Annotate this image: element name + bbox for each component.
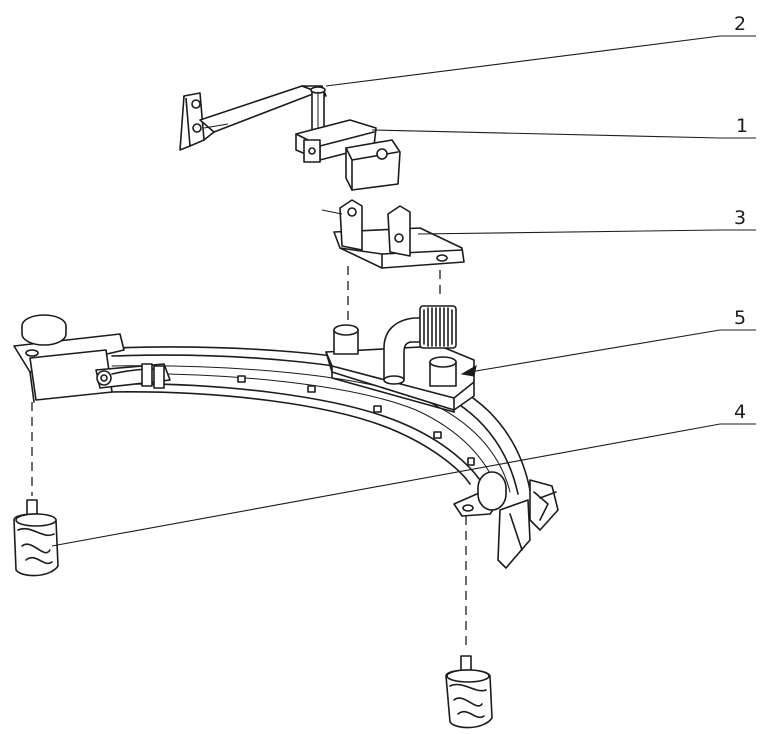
- caster-left: [13, 499, 59, 577]
- part-5-center-tower: [325, 305, 475, 413]
- callout-1: 1: [736, 115, 748, 137]
- part-2-bent-arm: [179, 85, 327, 151]
- leader-4: [51, 423, 721, 547]
- caster-right: [445, 655, 493, 729]
- callout-3: 3: [734, 207, 746, 229]
- callout-2: 2: [734, 13, 746, 35]
- part-1-bracket: [295, 119, 401, 191]
- leader-2: [325, 35, 721, 87]
- callout-4: 4: [734, 401, 746, 423]
- leader-1: [371, 129, 721, 139]
- callout-numbers: 2 1 3 5 4: [734, 13, 748, 423]
- callout-5: 5: [734, 307, 746, 329]
- leader-3: [417, 229, 721, 235]
- leader-5: [469, 329, 721, 373]
- arrow-head-icon: [460, 365, 477, 377]
- leader-lines: [51, 35, 756, 547]
- part-4-curved-base: [13, 314, 559, 569]
- part-3-mounting-plate: [321, 199, 465, 269]
